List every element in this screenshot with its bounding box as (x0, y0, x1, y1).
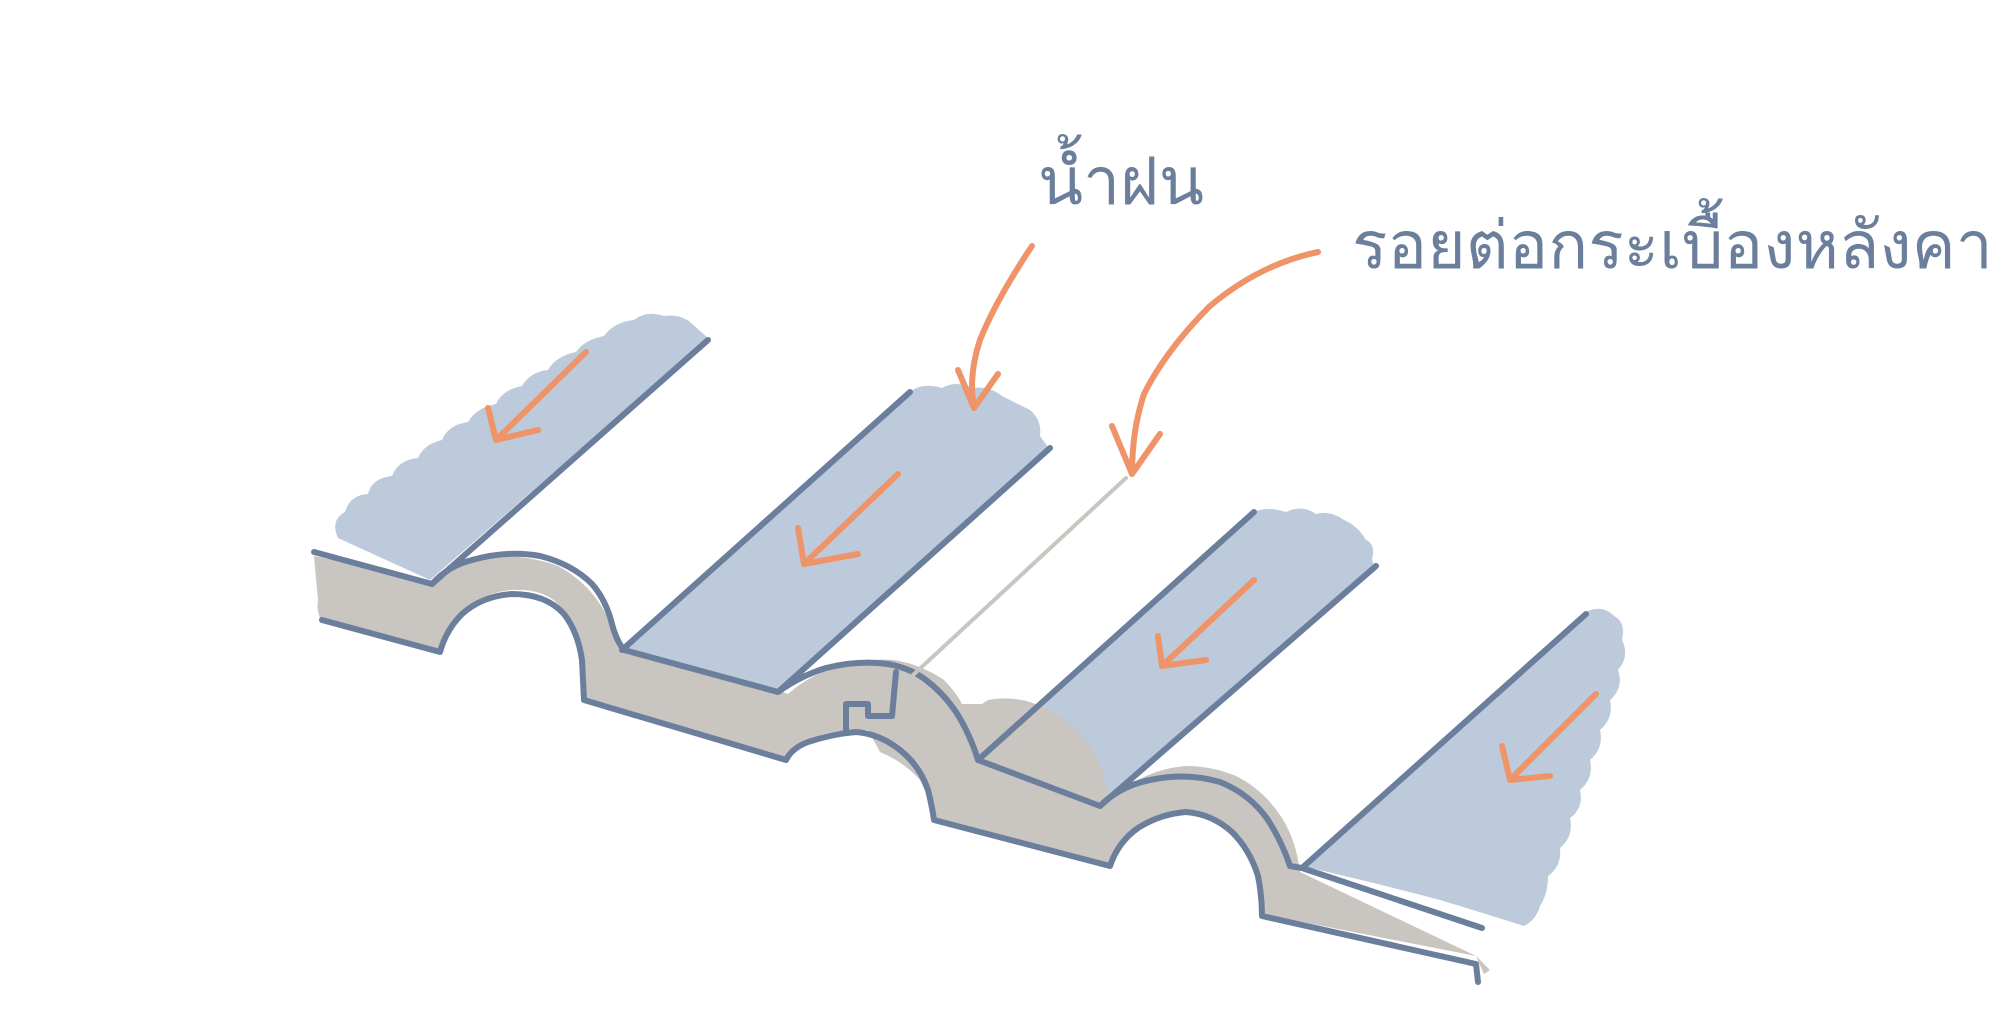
outline-ridge-4 (975, 509, 1257, 763)
outline-top-edge (311, 549, 1485, 931)
callout-arrowhead-seam (1109, 423, 1163, 477)
water-channel-4 (1302, 608, 1626, 926)
callout-arrowhead-rain (955, 367, 1001, 411)
flow-arrow-3 (1155, 577, 1257, 669)
tile-joint-seam-line (910, 476, 1128, 678)
outline-seam-notch (843, 669, 899, 735)
outline-ridge-1 (429, 337, 711, 587)
rain-label: น้ำฝน (1038, 134, 1204, 220)
water-flow-arrows (485, 349, 1599, 783)
outline-ridge-2 (619, 389, 913, 653)
outline-ridge-6 (1299, 611, 1589, 871)
flow-arrow-2 (795, 471, 901, 567)
water-channel-1 (335, 313, 708, 580)
flow-arrow-4 (1499, 691, 1599, 783)
callout-arrows (955, 243, 1321, 477)
tile-outlines (311, 337, 1589, 985)
seam-label: รอยต่อกระเบื้องหลังคา (1352, 198, 1993, 284)
flow-arrow-1 (485, 349, 589, 443)
callout-arrow-rain (969, 243, 1035, 411)
callout-arrow-seam (1129, 249, 1321, 477)
tile-profile (314, 556, 1490, 974)
outline-ridge-5 (1097, 563, 1379, 809)
outline-bottom-edge (319, 591, 1481, 985)
outline-ridge-3 (775, 445, 1053, 695)
